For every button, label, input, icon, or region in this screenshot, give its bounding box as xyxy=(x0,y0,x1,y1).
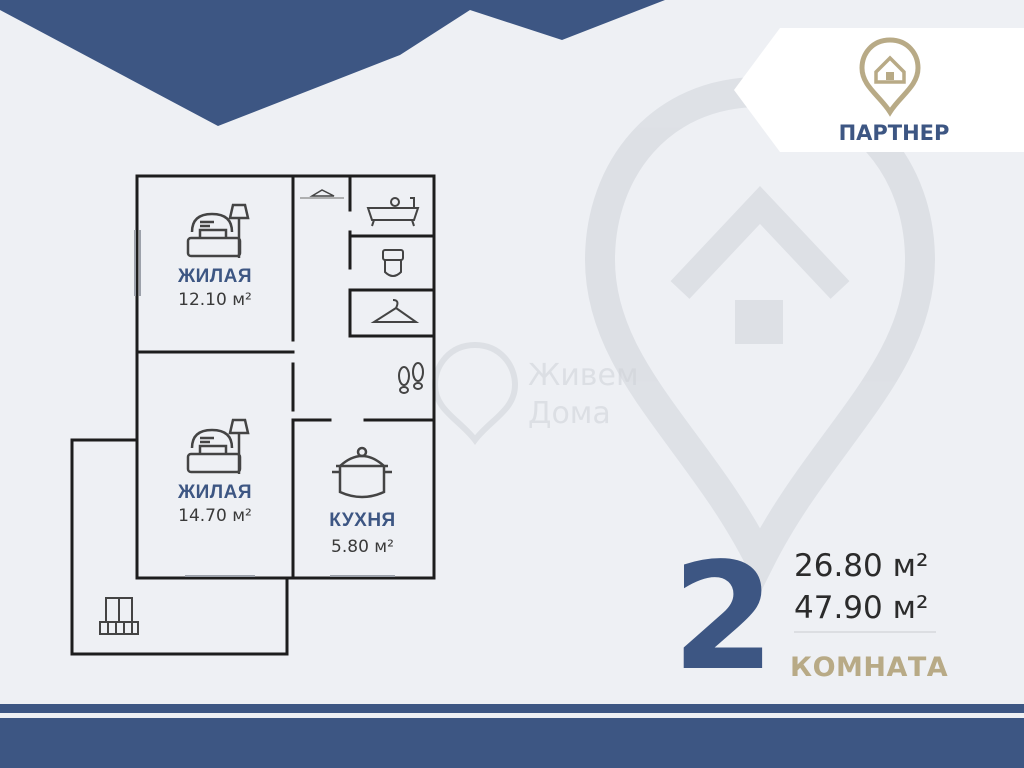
top-banner-shape xyxy=(0,0,665,126)
total-area-value: 47.90 м² xyxy=(794,590,929,626)
armchair-lamp-icon xyxy=(186,418,250,474)
partner-label: ПАРТНЕР xyxy=(838,121,950,145)
floor-plan xyxy=(70,174,436,656)
watermark-line-2: Дома xyxy=(528,396,611,431)
bottom-band-thin xyxy=(0,704,1024,713)
entrance-hanger-icon xyxy=(309,189,335,197)
cooking-pot-icon xyxy=(332,446,392,499)
hanger-icon xyxy=(370,299,420,323)
rooms-count: 2 xyxy=(672,531,775,703)
kitchen-name: КУХНЯ xyxy=(329,510,396,531)
rooms-label: КОМНАТА xyxy=(790,652,949,683)
room-1-area: 12.10 м² xyxy=(178,290,252,310)
room-2-name: ЖИЛАЯ xyxy=(177,482,253,503)
living-area-value: 26.80 м² xyxy=(794,548,929,584)
windows xyxy=(134,230,395,577)
partner-badge xyxy=(734,28,1024,152)
room-2-area: 14.70 м² xyxy=(178,506,252,526)
armchair-lamp-icon xyxy=(186,203,250,258)
house-pin-watermark-icon xyxy=(584,76,936,594)
toilet-icon xyxy=(382,249,404,277)
bottom-band xyxy=(0,718,1024,768)
house-pin-icon xyxy=(859,37,921,117)
room-1-name: ЖИЛАЯ xyxy=(177,266,253,287)
kitchen-area: 5.80 м² xyxy=(331,537,394,557)
center-watermark-icon xyxy=(431,341,519,445)
balcony-door-icon xyxy=(99,597,139,635)
watermark-line-1: Живем xyxy=(528,358,639,393)
footprints-icon xyxy=(398,362,424,394)
bathtub-icon xyxy=(366,197,420,227)
